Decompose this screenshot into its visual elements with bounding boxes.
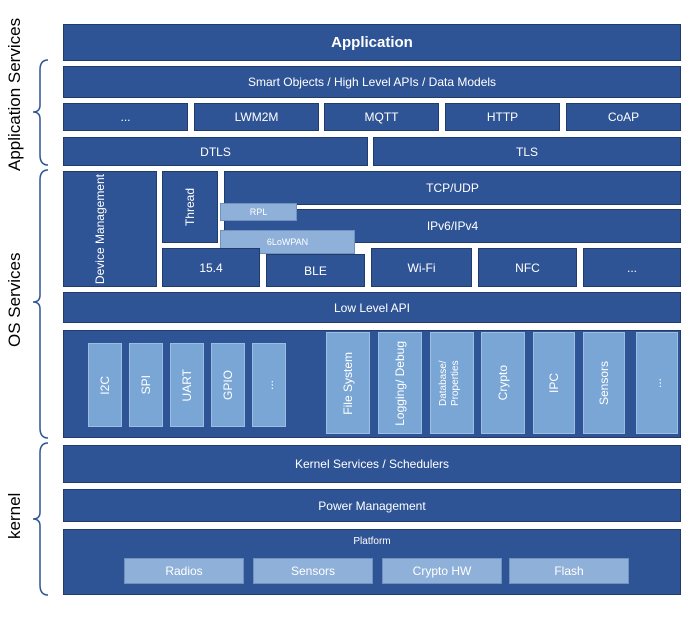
driver-more-label: ... bbox=[262, 379, 276, 390]
service-more-label: ... bbox=[650, 377, 664, 388]
service-file-system-block: File System bbox=[326, 332, 370, 434]
driver-gpio-label: GPIO bbox=[221, 369, 235, 400]
link-ble-block: BLE bbox=[266, 254, 365, 287]
driver-gpio-block: GPIO bbox=[211, 343, 245, 427]
dtls-block: DTLS bbox=[63, 137, 368, 166]
thread-label: Thread bbox=[183, 187, 197, 227]
protocol-lwm2m-block: LWM2M bbox=[194, 103, 319, 131]
service-ipc-label: IPC bbox=[547, 372, 561, 393]
platform-flash-block: Flash bbox=[509, 558, 629, 584]
tcp-udp-block: TCP/UDP bbox=[224, 171, 681, 205]
platform-crypto-hw-block: Crypto HW bbox=[382, 558, 502, 584]
service-logging-debug-label: Logging/ Debug bbox=[393, 340, 407, 426]
rpl-block: RPL bbox=[220, 203, 297, 221]
link-wifi-block: Wi-Fi bbox=[371, 248, 472, 287]
protocol-coap-block: CoAP bbox=[566, 103, 681, 131]
platform-radios-block: Radios bbox=[124, 558, 244, 584]
service-database-properties-label: Database/ Properties bbox=[438, 360, 461, 406]
service-crypto-block: Crypto bbox=[481, 332, 525, 434]
bracket-application-services bbox=[32, 59, 49, 166]
drivers-services-container bbox=[63, 330, 681, 438]
device-management-label: Device Management bbox=[93, 173, 107, 285]
device-management-block: Device Management bbox=[63, 171, 157, 287]
protocol-more-block: ... bbox=[63, 103, 188, 131]
os-services-label: OS Services bbox=[5, 252, 24, 347]
application-services-label: Application Services bbox=[5, 17, 24, 171]
thread-block: Thread bbox=[162, 171, 218, 243]
service-sensors-block: Sensors bbox=[583, 332, 625, 434]
tls-block: TLS bbox=[373, 137, 681, 166]
protocol-http-block: HTTP bbox=[445, 103, 560, 131]
low-level-api-block: Low Level API bbox=[63, 292, 681, 323]
driver-more-block: ... bbox=[252, 343, 286, 427]
driver-spi-block: SPI bbox=[129, 343, 163, 427]
protocol-mqtt-block: MQTT bbox=[324, 103, 439, 131]
service-database-properties-block: Database/ Properties bbox=[430, 332, 474, 434]
link-more-block: ... bbox=[583, 248, 681, 287]
driver-i2c-label: I2C bbox=[98, 375, 112, 395]
driver-spi-label: SPI bbox=[139, 375, 153, 395]
driver-i2c-block: I2C bbox=[88, 343, 122, 427]
platform-label: Platform bbox=[353, 536, 391, 547]
service-logging-debug-block: Logging/ Debug bbox=[378, 332, 422, 434]
power-management-block: Power Management bbox=[63, 489, 681, 522]
service-sensors-label: Sensors bbox=[597, 360, 611, 406]
link-nfc-block: NFC bbox=[478, 248, 577, 287]
service-file-system-label: File System bbox=[341, 351, 355, 415]
service-more-block: ... bbox=[636, 332, 678, 434]
kernel-services-block: Kernel Services / Schedulers bbox=[63, 445, 681, 483]
kernel-label: kernel bbox=[5, 492, 24, 539]
bracket-kernel bbox=[32, 442, 49, 596]
driver-uart-label: UART bbox=[180, 368, 194, 402]
driver-uart-block: UART bbox=[170, 343, 204, 427]
platform-sensors-block: Sensors bbox=[253, 558, 373, 584]
service-ipc-block: IPC bbox=[533, 332, 575, 434]
link-15-4-block: 15.4 bbox=[162, 248, 260, 287]
smart-objects-block: Smart Objects / High Level APIs / Data M… bbox=[63, 66, 681, 98]
service-crypto-label: Crypto bbox=[496, 365, 510, 401]
application-block: Application bbox=[63, 24, 681, 61]
bracket-os-services bbox=[32, 169, 49, 439]
